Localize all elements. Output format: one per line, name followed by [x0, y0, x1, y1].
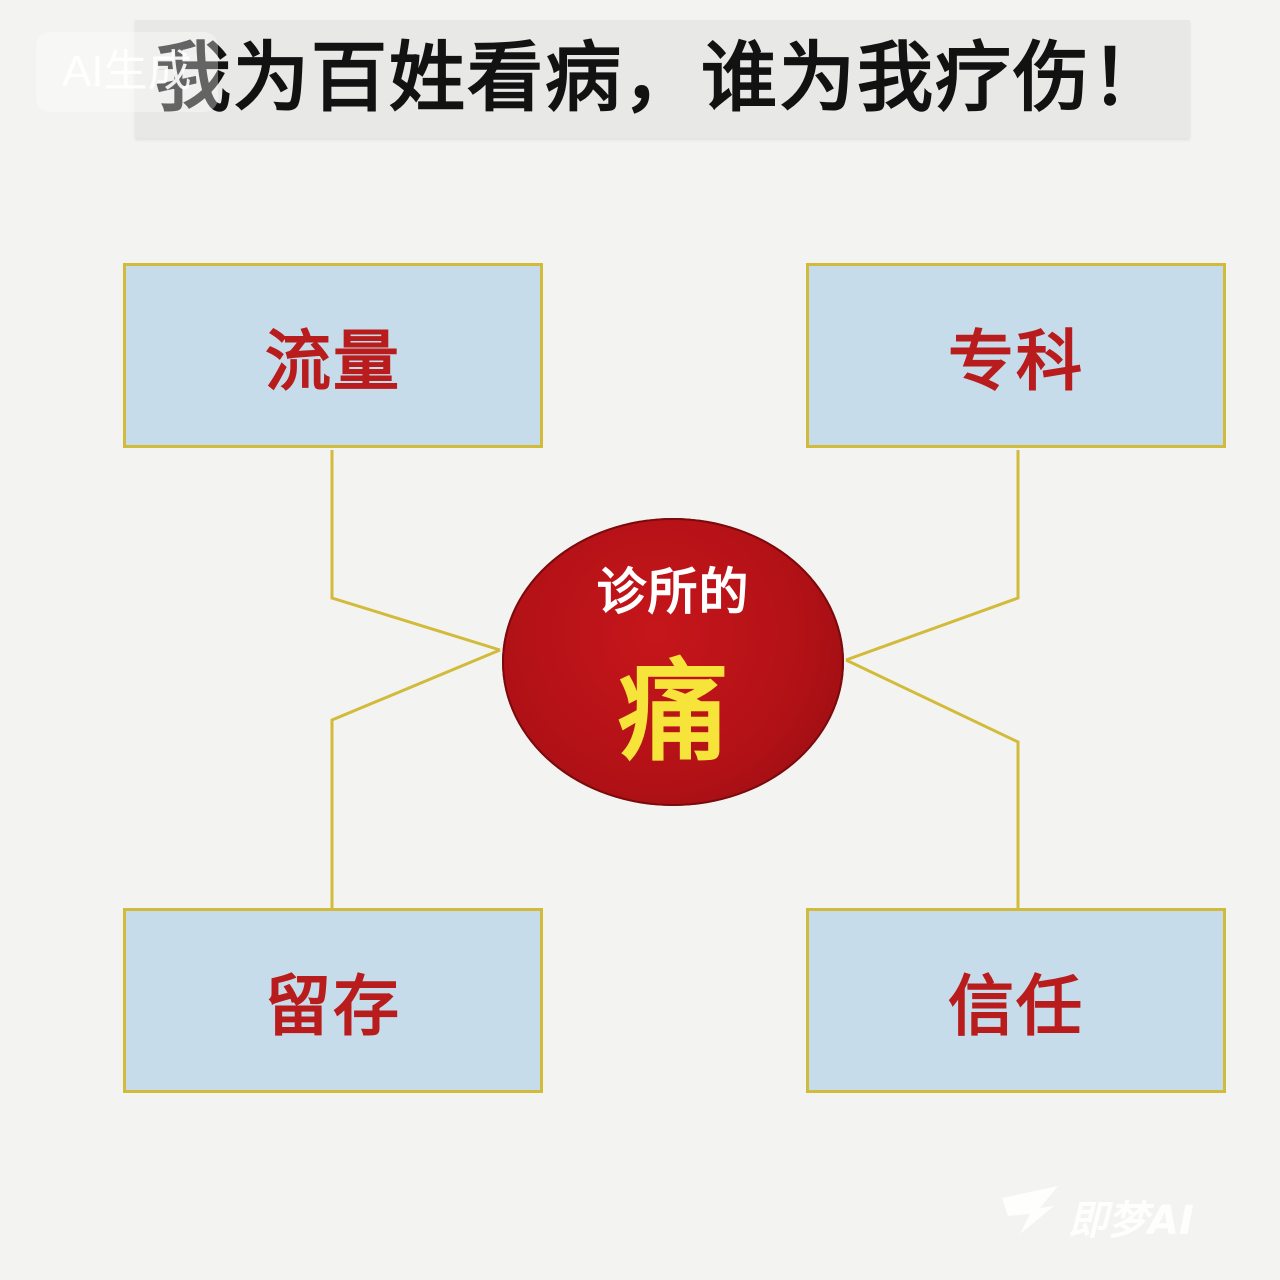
connector-top-left: [330, 450, 501, 652]
center-main-text: 痛: [618, 648, 728, 776]
title-banner: [135, 20, 1190, 138]
box-retention-label: 留存: [265, 967, 401, 1045]
box-trust: 信任: [806, 908, 1226, 1093]
center-circle: [502, 518, 844, 806]
jimeng-logo-icon: [1002, 1186, 1058, 1234]
box-retention: 留存: [123, 908, 543, 1093]
center-subtitle: 诊所的: [596, 563, 750, 621]
box-trust-label: 信任: [948, 967, 1084, 1045]
box-traffic: 流量: [123, 263, 543, 448]
page-title: 我为百姓看病，谁为我疗伤！: [155, 33, 1169, 122]
box-traffic-label: 流量: [265, 322, 401, 400]
connector-bottom-right: [845, 658, 1020, 908]
ai-generated-watermark: AI生成: [36, 32, 218, 112]
jimeng-watermark: 即梦AI: [1068, 1198, 1194, 1244]
connector-bottom-left: [330, 648, 501, 908]
box-specialty-label: 专科: [948, 322, 1084, 400]
box-specialty: 专科: [806, 263, 1226, 448]
connector-top-right: [845, 450, 1020, 662]
